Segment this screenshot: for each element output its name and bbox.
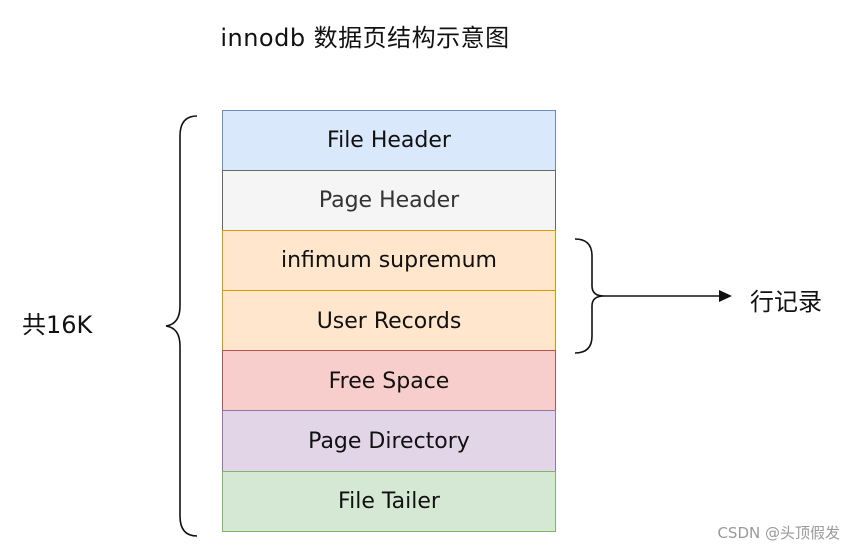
- page-header-block: Page Header: [222, 170, 556, 232]
- diagram-title: innodb 数据页结构示意图: [220, 24, 510, 52]
- total-size-label: 共16K: [22, 311, 93, 339]
- row-records-arrowhead: [719, 290, 732, 302]
- infimum-supremum-block: infimum supremum: [222, 230, 556, 292]
- total-size-brace: [165, 115, 198, 537]
- row-records-brace: [574, 238, 605, 354]
- free-space-block: Free Space: [222, 350, 556, 412]
- file-tailer-block: File Tailer: [222, 470, 556, 533]
- page-structure-stack: File Header Page Header infimum supremum…: [222, 110, 556, 533]
- user-records-block: User Records: [222, 290, 556, 352]
- watermark: CSDN @头顶假发: [717, 524, 840, 542]
- row-records-label: 行记录: [750, 288, 822, 316]
- file-header-block: File Header: [222, 110, 556, 172]
- page-directory-block: Page Directory: [222, 410, 556, 473]
